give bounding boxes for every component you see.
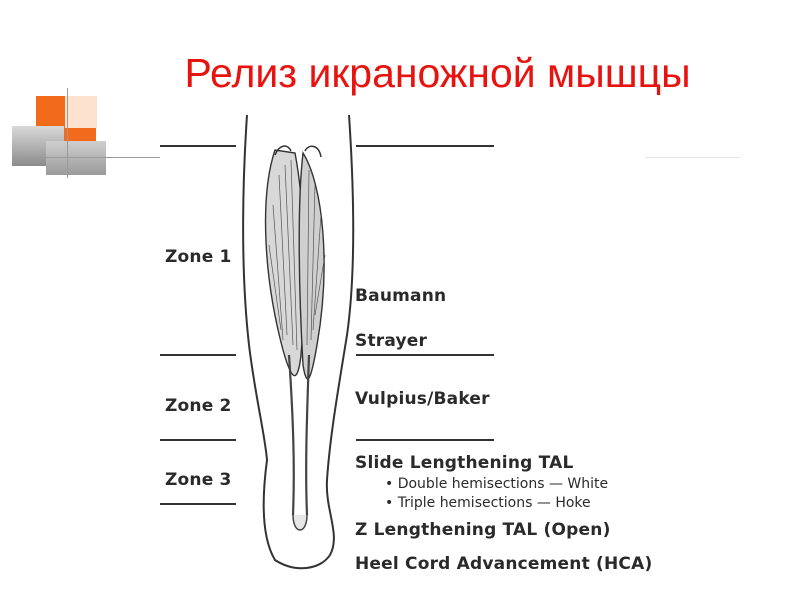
procedure-rule-2 [356, 439, 494, 441]
procedure-slide-lengthening: Slide Lengthening TAL [355, 453, 574, 473]
procedure-baumann: Baumann [355, 286, 447, 306]
light-square [65, 96, 97, 128]
procedure-slide-sub-2: • Triple hemisections — Hoke [385, 495, 591, 511]
zone-rule-1 [160, 354, 236, 356]
procedure-z-lengthening: Z Lengthening TAL (Open) [355, 520, 611, 540]
deco-hline [20, 157, 160, 158]
deco-hline-right [645, 157, 740, 158]
zone-1-label: Zone 1 [165, 247, 232, 267]
zone-2-label: Zone 2 [165, 396, 232, 416]
procedure-rule-1 [356, 354, 494, 356]
zone-3-label: Zone 3 [165, 470, 232, 490]
deco-vline [67, 88, 68, 178]
procedure-hca: Heel Cord Advancement (HCA) [355, 554, 653, 574]
procedure-rule-top [356, 145, 494, 147]
procedure-slide-sub-1: • Double hemisections — White [385, 476, 609, 492]
procedure-vulpius-baker: Vulpius/Baker [355, 389, 490, 409]
page-title: Релиз икраножной мышцы [184, 50, 691, 96]
zone-rule-2 [160, 439, 236, 441]
zone-rule-top [160, 145, 236, 147]
procedure-strayer: Strayer [355, 331, 428, 351]
zone-rule-bottom [160, 503, 236, 505]
calf-illustration [242, 115, 355, 570]
gray-square-2 [46, 141, 106, 175]
